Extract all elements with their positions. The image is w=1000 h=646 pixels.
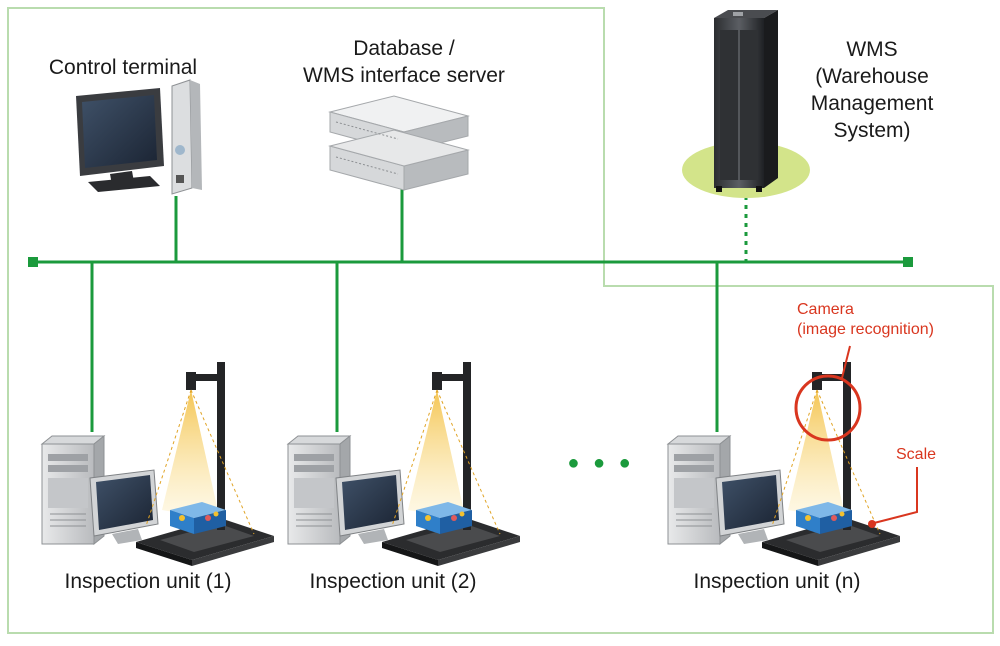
- label-camera-line1: Camera: [797, 301, 854, 318]
- camera-highlight-circle: [794, 374, 862, 442]
- label-wms-line3: Management: [811, 92, 934, 115]
- bus-end-left: [28, 257, 38, 267]
- label-wms-line4: System): [833, 119, 910, 142]
- network-lines: [33, 186, 908, 432]
- label-wms-line2: (Warehouse: [815, 65, 929, 88]
- server-tower-icon: [714, 10, 778, 192]
- label-unit-n: Inspection unit (n): [694, 570, 861, 593]
- monitor-with-tower-icon: [76, 79, 202, 195]
- label-control-terminal: Control terminal: [49, 56, 197, 79]
- label-unit-2: Inspection unit (2): [310, 570, 477, 593]
- rack-server-icon: [328, 95, 470, 191]
- camera-leader-line: [841, 345, 851, 379]
- scale-marker: [868, 520, 876, 528]
- label-db-server-line1: Database /: [353, 37, 455, 60]
- scale-leader-line: [873, 467, 918, 524]
- ellipsis-dots: ● ● ●: [567, 452, 634, 474]
- bus-end-right: [903, 257, 913, 267]
- label-unit-1: Inspection unit (1): [65, 570, 232, 593]
- label-db-server-line2: WMS interface server: [303, 64, 505, 87]
- label-camera-line2: (image recognition): [797, 321, 934, 338]
- label-scale: Scale: [896, 446, 936, 463]
- label-wms-line1: WMS: [846, 38, 897, 61]
